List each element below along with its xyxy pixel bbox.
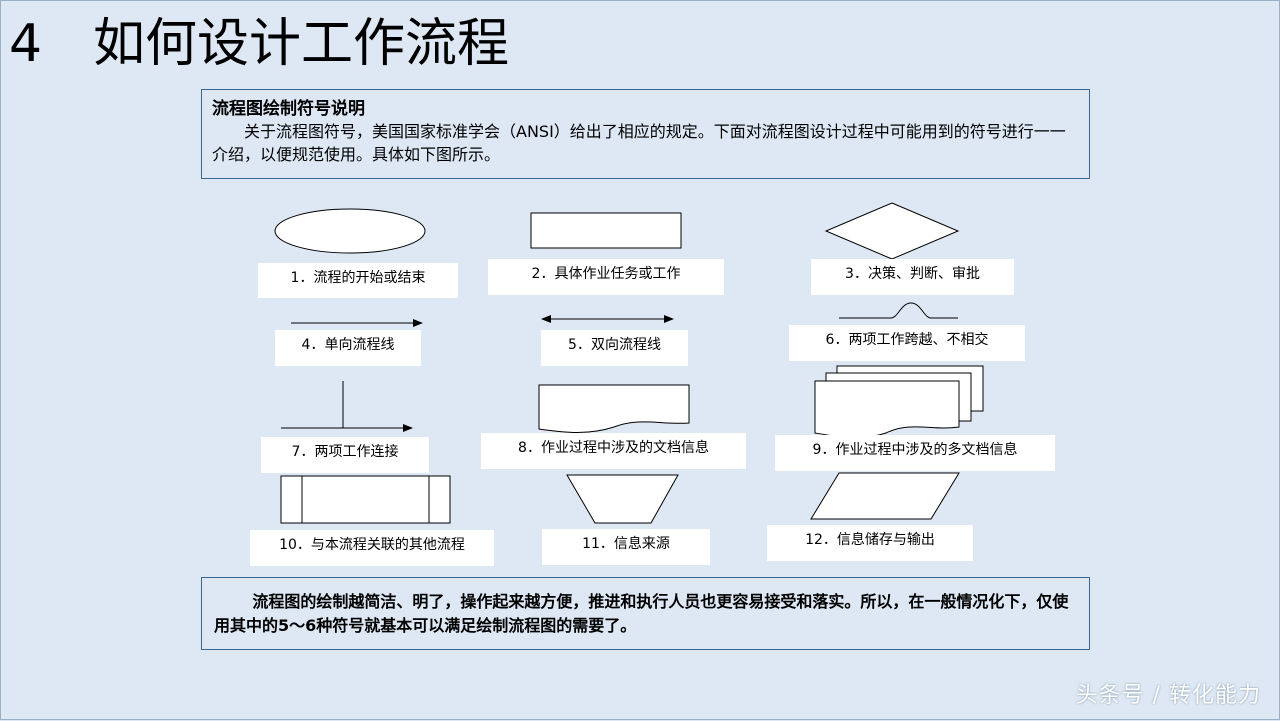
symbol-label-11: 11．信息来源 — [542, 529, 710, 565]
symbol-label-2: 2．具体作业任务或工作 — [488, 259, 724, 295]
predefined-process-icon — [280, 475, 451, 524]
symbol-label-10: 10．与本流程关联的其他流程 — [250, 530, 494, 566]
page-title: 4 如何设计工作流程 — [9, 9, 509, 79]
diamond-icon — [824, 202, 960, 260]
symbol-label-8: 8．作业过程中涉及的文档信息 — [481, 433, 746, 469]
parallelogram-icon — [810, 472, 960, 520]
summary-body: 流程图的绘制越简洁、明了，操作起来越方便，推进和执行人员也更容易接受和落实。所以… — [214, 592, 1069, 635]
section-number: 4 — [9, 14, 43, 74]
intro-box: 流程图绘制符号说明 关于流程图符号，美国国家标准学会（ANSI）给出了相应的规定… — [201, 89, 1090, 179]
intro-body: 关于流程图符号，美国国家标准学会（ANSI）给出了相应的规定。下面对流程图设计过… — [212, 122, 1066, 164]
intro-heading: 流程图绘制符号说明 — [212, 99, 365, 119]
symbol-label-7: 7．两项工作连接 — [261, 437, 429, 473]
symbol-label-12: 12．信息储存与输出 — [767, 525, 973, 561]
document-icon — [538, 384, 690, 433]
watermark: 头条号 / 转化能力 — [1075, 683, 1261, 708]
summary-box: 流程图的绘制越简洁、明了，操作起来越方便，推进和执行人员也更容易接受和落实。所以… — [201, 577, 1090, 650]
crossing-line-icon — [839, 302, 958, 319]
symbol-label-3: 3．决策、判断、审批 — [811, 259, 1014, 295]
symbol-label-9: 9．作业过程中涉及的多文档信息 — [775, 435, 1055, 471]
multi-document-icon — [814, 365, 984, 439]
trapezoid-icon — [566, 474, 679, 524]
symbol-label-1: 1．流程的开始或结束 — [258, 263, 458, 298]
ellipse-icon — [274, 208, 426, 254]
rectangle-icon — [530, 212, 682, 249]
title-text: 如何设计工作流程 — [93, 14, 510, 74]
symbol-label-5: 5．双向流程线 — [541, 330, 688, 366]
symbol-label-6: 6．两项工作跨越、不相交 — [789, 325, 1025, 361]
connection-icon — [281, 381, 413, 432]
symbol-label-4: 4．单向流程线 — [275, 330, 421, 366]
